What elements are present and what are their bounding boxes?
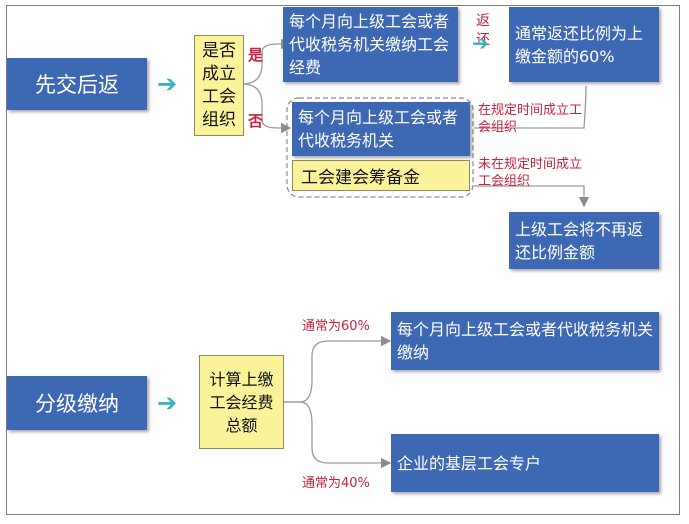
return-ratio-box: 通常返还比例为上缴金额的60% <box>509 7 659 82</box>
label-text: 分级缴纳 <box>35 392 119 416</box>
arrow-right-icon: ➔ <box>157 70 178 98</box>
box-text: 企业的基层工会专户 <box>397 453 542 473</box>
note-text: 未在规定时间成立工会组织 <box>478 157 583 189</box>
box-text: 工会建会筹备金 <box>301 168 420 188</box>
pct40-label: 通常为40% <box>302 476 370 491</box>
no-branch-dashed-group <box>286 97 474 198</box>
box-text: 计算上缴工会经费总额 <box>209 369 274 435</box>
return-text: 返还 <box>476 13 490 48</box>
label-text: 先交后返 <box>35 73 119 97</box>
no-return-box: 上级工会将不再返还比例金额 <box>509 212 659 269</box>
box-text: 上级工会将不再返还比例金额 <box>515 219 644 262</box>
note-text: 在规定时间成立工会组织 <box>478 103 583 135</box>
not-on-time-note: 未在规定时间成立工会组织 <box>478 156 584 190</box>
diagram-frame <box>6 5 680 515</box>
on-time-established-note: 在规定时间成立工会组织 <box>478 102 584 136</box>
box-text: 每个月向上级工会或者代收税务机关 <box>298 108 459 150</box>
pay-monthly-funds-box: 每个月向上级工会或者代收税务机关缴纳工会经费 <box>283 7 458 82</box>
box-text: 每个月向上级工会或者代收税务机关缴纳工会经费 <box>289 12 450 77</box>
union-established-decision: 是否成立工会组织 <box>194 35 244 136</box>
pay-first-return-later-label: 先交后返 <box>7 58 147 110</box>
box-text: 每个月向上级工会或者代收税务机关缴纳 <box>397 320 654 362</box>
return-label: 返还 <box>476 12 492 50</box>
decision-text: 是否成立工会组织 <box>202 40 236 130</box>
no-label: 否 <box>248 112 264 130</box>
pct60-label: 通常为60% <box>302 319 370 334</box>
no-union-pay-box: 每个月向上级工会或者代收税务机关 <box>292 102 470 156</box>
arrow-right-icon: ➔ <box>157 389 178 417</box>
arrow-right-icon: ➔ <box>472 31 489 55</box>
local-union-account-box: 企业的基层工会专户 <box>391 434 659 492</box>
upper-union-payment-box: 每个月向上级工会或者代收税务机关缴纳 <box>391 312 659 370</box>
calc-total-funds-box: 计算上缴工会经费总额 <box>199 355 284 449</box>
yes-label: 是 <box>248 46 264 64</box>
tiered-payment-label: 分级缴纳 <box>7 376 147 430</box>
box-text: 通常返还比例为上缴金额的60% <box>515 23 644 66</box>
union-preparation-fund-box: 工会建会筹备金 <box>292 160 470 191</box>
